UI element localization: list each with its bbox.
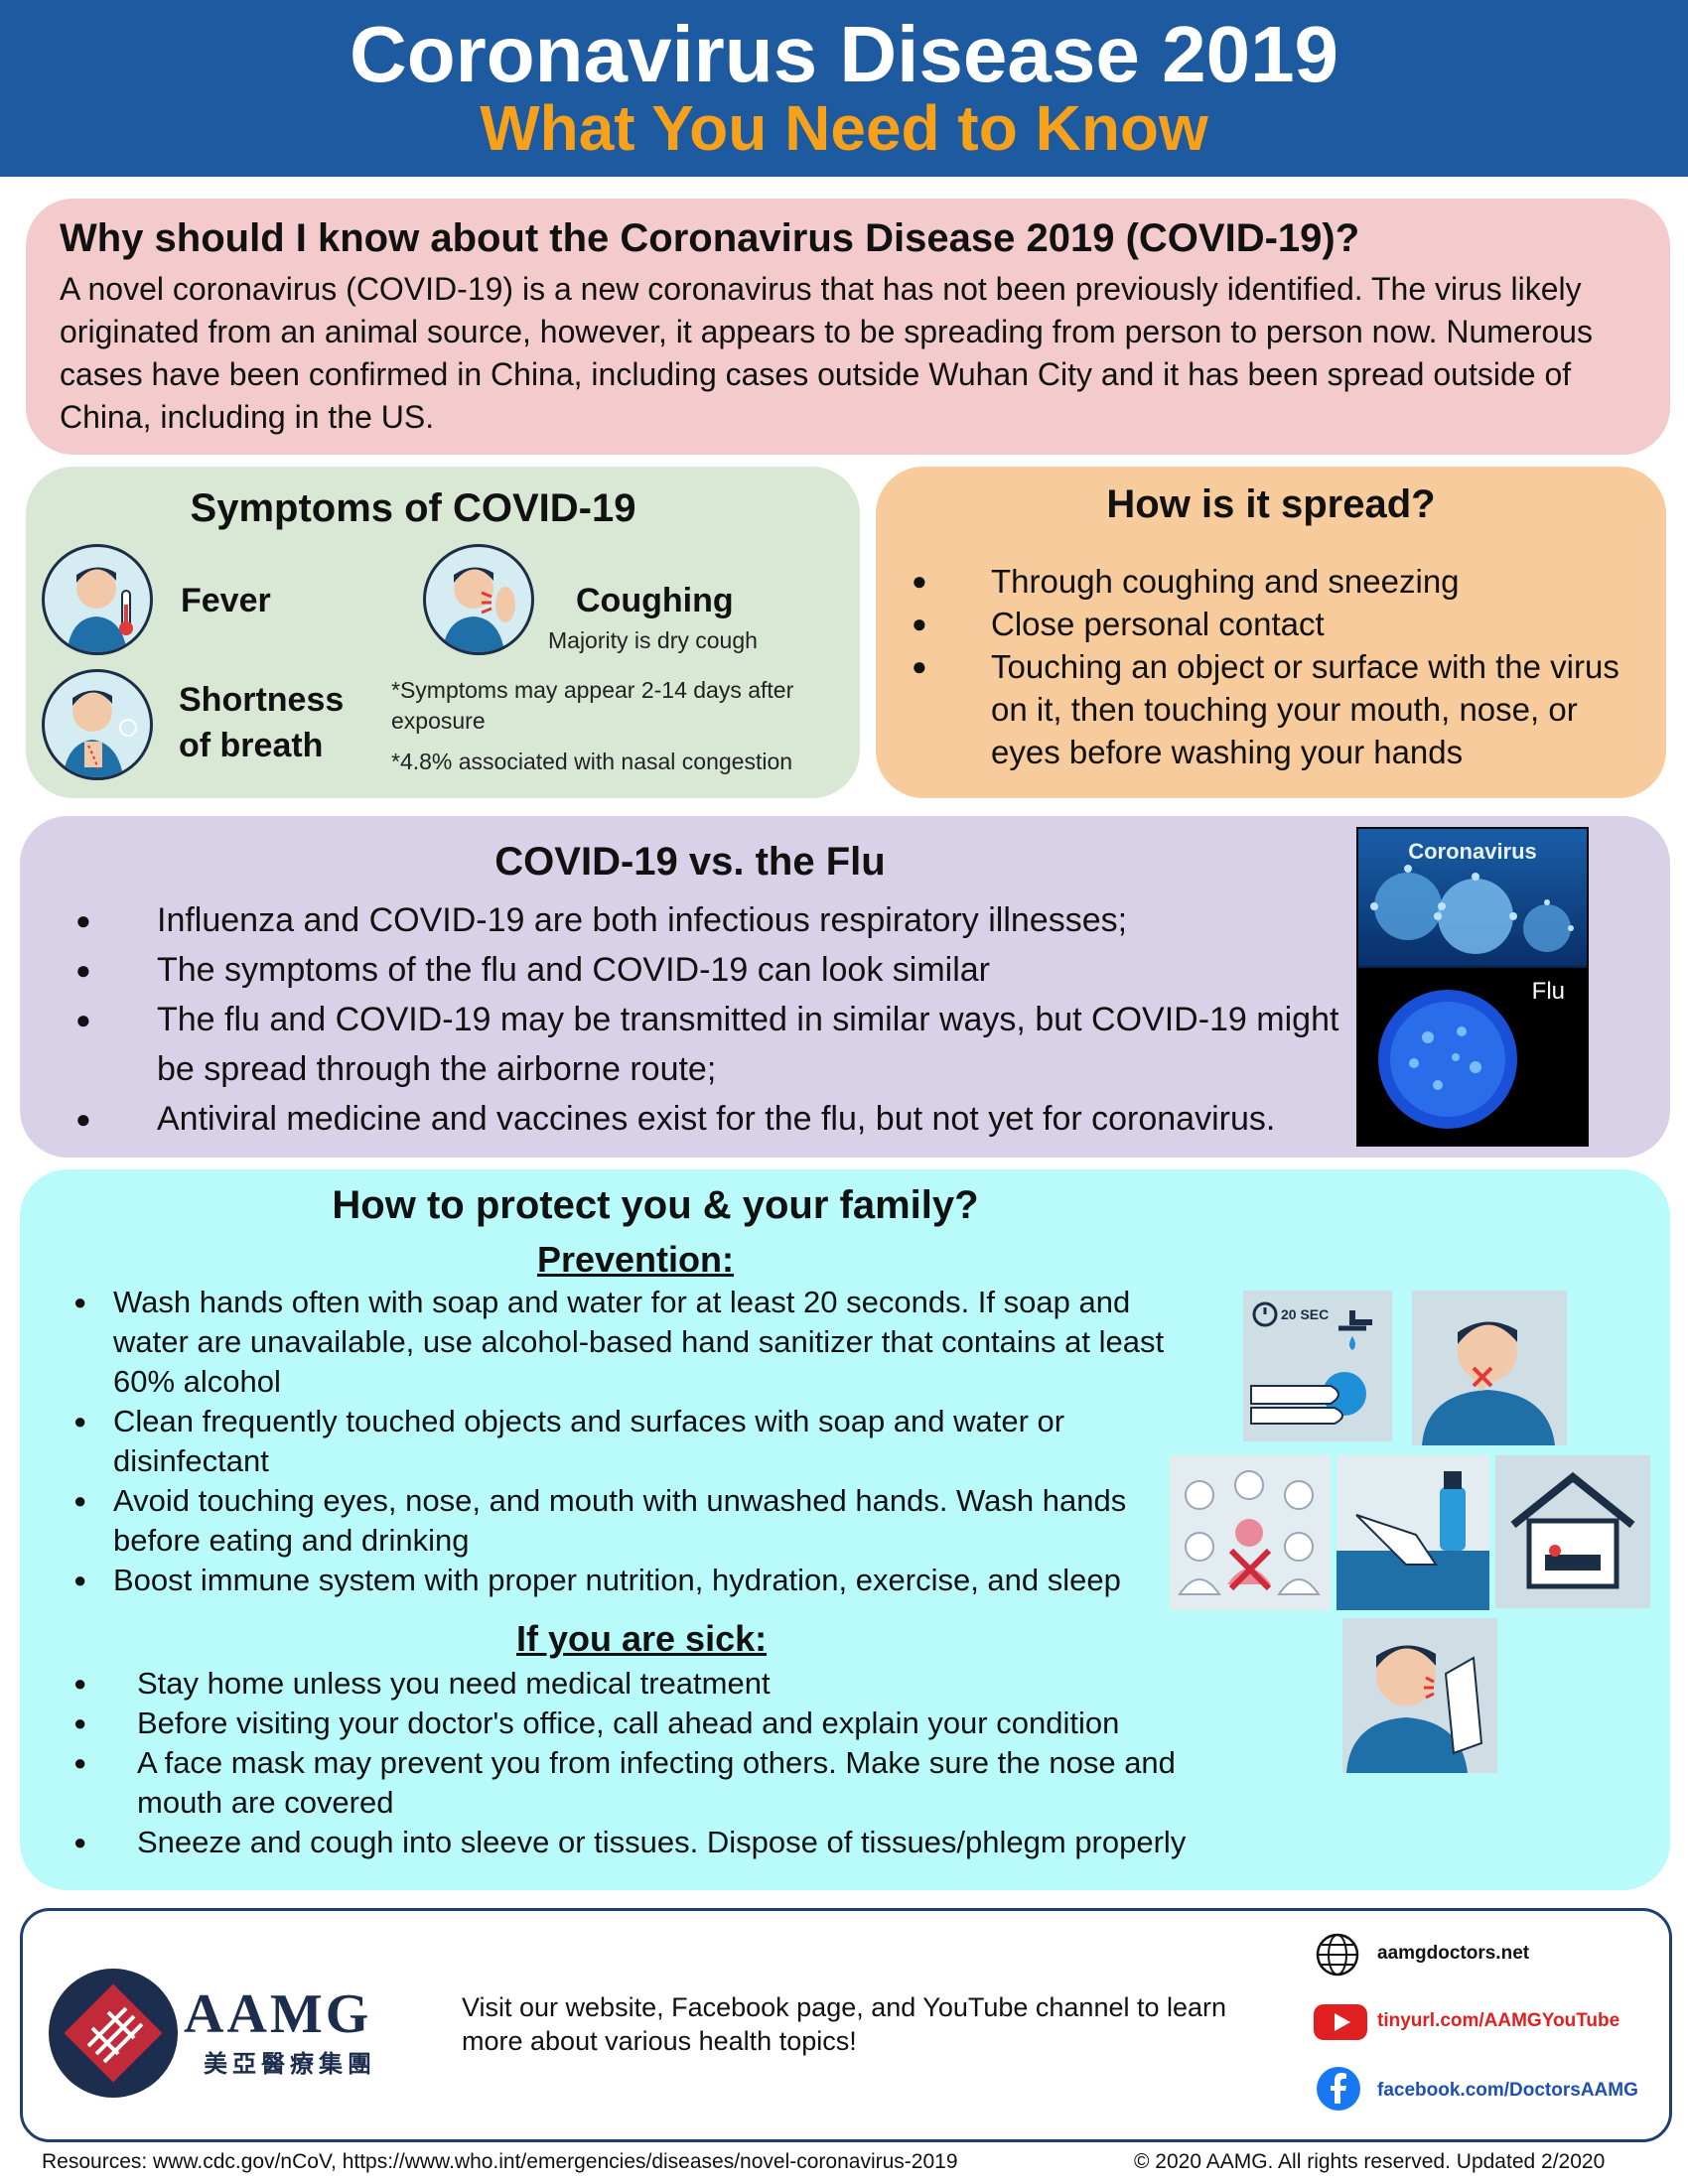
coughing-icon	[423, 544, 534, 655]
flu-image-label: Flu	[1531, 978, 1565, 1005]
virus-comparison-image: Coronavirus Flu	[1356, 827, 1589, 1147]
list-item: The flu and COVID-19 may be transmitted …	[75, 995, 1366, 1094]
list-item: Touching an object or surface with the v…	[912, 645, 1646, 773]
youtube-link[interactable]: tinyurl.com/AAMGYouTube	[1377, 2010, 1620, 2031]
copyright-line: © 2020 AAMG. All rights reserved. Update…	[1134, 2150, 1606, 2173]
disinfect-surfaces-icon	[1336, 1455, 1489, 1610]
list-item: Wash hands often with soap and water for…	[73, 1283, 1196, 1402]
list-item: Antiviral medicine and vaccines exist fo…	[75, 1094, 1366, 1144]
coronavirus-image: Coronavirus	[1358, 829, 1587, 966]
shortness-of-breath-icon	[42, 669, 153, 780]
sick-heading: If you are sick:	[516, 1618, 768, 1659]
why-heading: Why should I know about the Coronavirus …	[60, 216, 1360, 260]
avoid-crowds-icon	[1170, 1455, 1331, 1610]
page-header: Coronavirus Disease 2019 What You Need t…	[0, 0, 1688, 177]
symptoms-heading: Symptoms of COVID-19	[190, 486, 636, 530]
coronavirus-image-label: Coronavirus	[1408, 839, 1537, 864]
stay-home-icon	[1495, 1455, 1650, 1608]
timer-label: 20 SEC	[1281, 1306, 1330, 1322]
list-item: Boost immune system with proper nutritio…	[73, 1561, 1196, 1600]
cover-cough-icon	[1342, 1618, 1497, 1773]
globe-icon	[1314, 1931, 1361, 1983]
facebook-icon[interactable]	[1316, 2066, 1361, 2116]
flu-list: Influenza and COVID-19 are both infectio…	[75, 895, 1366, 1144]
prevention-heading: Prevention:	[536, 1239, 735, 1280]
list-item: A face mask may prevent you from infecti…	[73, 1743, 1255, 1823]
aamg-logo-icon	[49, 1969, 178, 2098]
footer: AAMG 美亞醫療集團 Visit our website, Facebook …	[20, 1908, 1672, 2142]
flu-image: Flu	[1358, 968, 1587, 1145]
why-section: Why should I know about the Coronavirus …	[26, 199, 1670, 455]
list-item: Sneeze and cough into sleeve or tissues.…	[73, 1823, 1255, 1862]
no-face-touching-icon	[1412, 1291, 1567, 1445]
prevention-list: Wash hands often with soap and water for…	[73, 1283, 1196, 1600]
flu-heading: COVID-19 vs. the Flu	[494, 840, 886, 884]
list-item: Stay home unless you need medical treatm…	[73, 1664, 1255, 1704]
facebook-link[interactable]: facebook.com/DoctorsAAMG	[1377, 2080, 1638, 2101]
list-item: Close personal contact	[912, 603, 1646, 645]
fever-label: Fever	[181, 582, 271, 619]
shortness-label-line2: of breath	[179, 727, 324, 764]
visit-text: Visit our website, Facebook page, and Yo…	[462, 1992, 1227, 2056]
youtube-icon[interactable]	[1314, 2002, 1367, 2047]
list-item: Before visiting your doctor's office, ca…	[73, 1704, 1255, 1743]
spread-list: Through coughing and sneezing Close pers…	[912, 560, 1646, 773]
list-item: The symptoms of the flu and COVID-19 can…	[75, 945, 1366, 995]
symptoms-section: Symptoms of COVID-19 Fever Coughing Majo…	[26, 467, 860, 798]
symptoms-note-nasal: *4.8% associated with nasal congestion	[391, 749, 793, 774]
why-body: A novel coronavirus (COVID-19) is a new …	[60, 271, 1593, 435]
shortness-label-line1: Shortness	[179, 681, 345, 719]
coughing-label: Coughing	[576, 582, 734, 619]
fever-icon	[42, 544, 153, 655]
aamg-logo-chinese: 美亞醫療集團	[204, 2051, 376, 2078]
sick-list: Stay home unless you need medical treatm…	[73, 1664, 1255, 1862]
list-item: Influenza and COVID-19 are both infectio…	[75, 895, 1366, 945]
page-title: Coronavirus Disease 2019	[349, 10, 1339, 98]
protect-heading: How to protect you & your family?	[332, 1183, 979, 1227]
symptoms-note-onset: *Symptoms may appear 2-14 days after exp…	[391, 677, 794, 734]
resources-line: Resources: www.cdc.gov/nCoV, https://www…	[42, 2150, 958, 2173]
page-subtitle: What You Need to Know	[480, 92, 1208, 164]
website-link[interactable]: aamgdoctors.net	[1377, 1943, 1530, 1964]
spread-heading: How is it spread?	[1106, 482, 1436, 526]
aamg-logo-text: AAMG	[184, 1983, 372, 2045]
list-item: Through coughing and sneezing	[912, 560, 1646, 603]
protection-section: How to protect you & your family? Preven…	[20, 1169, 1670, 1890]
hand-washing-icon: 20 SEC	[1243, 1291, 1392, 1441]
list-item: Avoid touching eyes, nose, and mouth wit…	[73, 1481, 1196, 1561]
coughing-note: Majority is dry cough	[548, 627, 758, 653]
list-item: Clean frequently touched objects and sur…	[73, 1402, 1196, 1481]
spread-section: How is it spread? Through coughing and s…	[876, 467, 1666, 798]
